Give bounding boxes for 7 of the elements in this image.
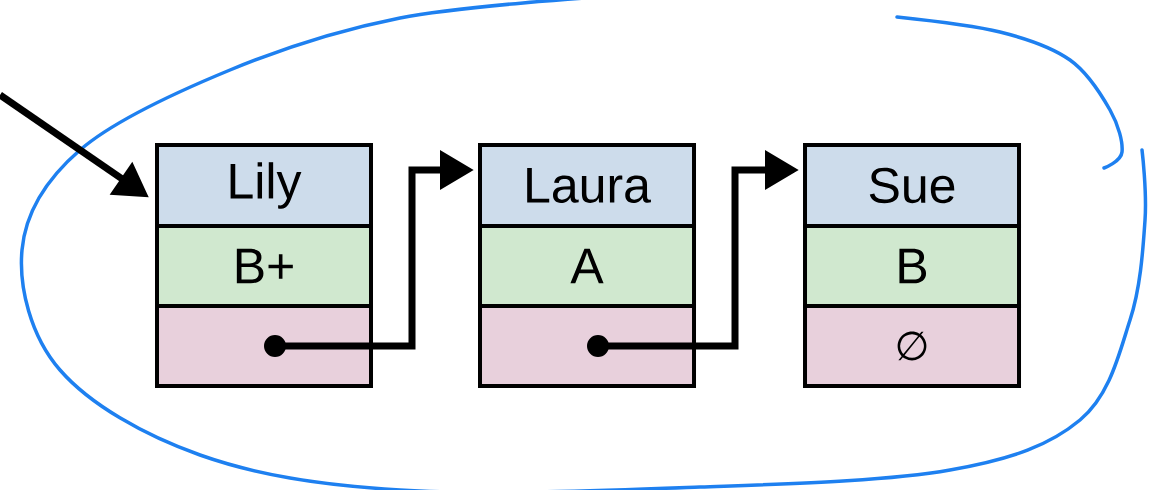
- name-cell: Laura: [478, 143, 696, 228]
- pointer-cell: ∅: [803, 304, 1021, 388]
- grade-cell: B+: [155, 224, 373, 308]
- name-cell: Sue: [803, 143, 1021, 228]
- grade-cell: B: [803, 224, 1021, 308]
- name-cell: Lily: [155, 143, 373, 228]
- grade-cell: A: [478, 224, 696, 308]
